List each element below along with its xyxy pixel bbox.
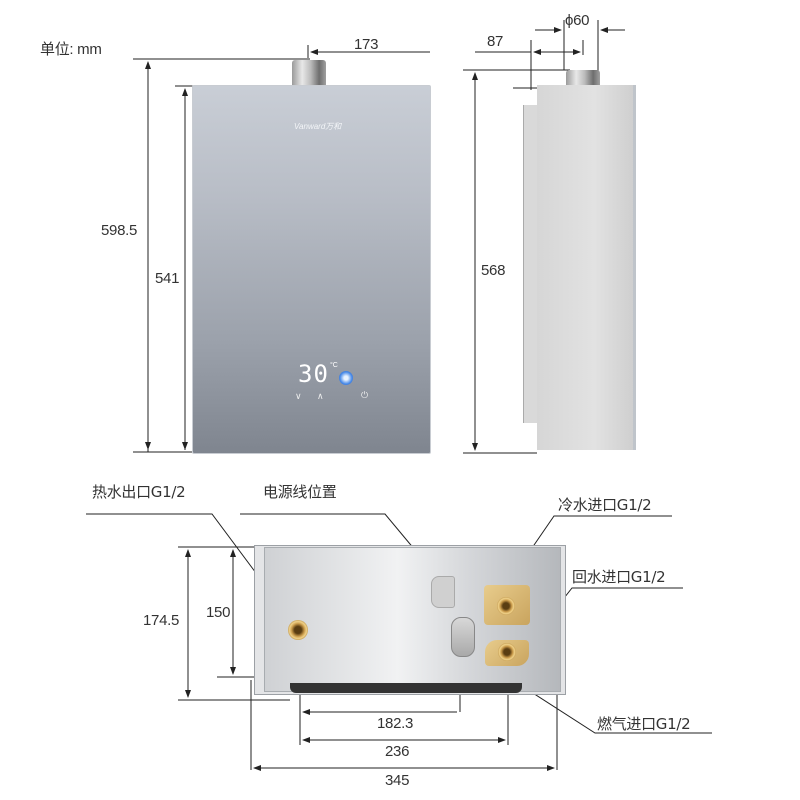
dim-total-height: 598.5 [101,222,138,239]
dim-flue-offset: 173 [354,36,379,53]
bottom-vent [290,683,522,693]
side-view-heater [537,85,636,450]
dim-total-width: 345 [385,772,410,789]
hot-water-outlet-fitting [288,620,308,640]
callout-gas-inlet: 燃气进口G1/2 [597,715,691,733]
chevron-down-icon[interactable]: ∨ [295,391,302,401]
smart-button-icon[interactable] [339,371,353,385]
power-plug-icon [431,576,455,608]
cold-water-inlet-fitting [497,597,515,615]
gas-inlet-fitting [451,617,475,657]
side-mount-plate [523,105,539,423]
chevron-up-icon[interactable]: ∧ [317,391,324,401]
dim-depth-pipe: 150 [206,604,231,621]
dim-hot-to-gas: 182.3 [377,715,414,732]
callout-hot-water-outlet: 热水出口G1/2 [92,483,186,501]
brand-logo: Vanward万和 [294,122,342,131]
dim-hot-to-return: 236 [385,743,410,760]
unit-label: 单位: mm [40,41,102,58]
temperature-readout: 30 [298,360,329,388]
front-flue-pipe [292,60,326,86]
callout-power-cord: 电源线位置 [263,483,337,501]
power-icon[interactable]: ⏻ [361,390,369,400]
dim-depth-total: 174.5 [143,612,180,629]
dim-side-height: 568 [481,262,506,279]
dim-body-height: 541 [155,270,180,287]
callout-return-water-inlet: 回水进口G1/2 [572,568,666,586]
return-water-inlet-fitting [498,643,516,661]
dim-flue-depth: 87 [487,33,504,50]
front-view-heater: Vanward万和 30 °C ∨ ∧ ⏻ [192,85,431,454]
dim-flue-diameter: ϕ60 [565,12,590,29]
callout-cold-water-inlet: 冷水进口G1/2 [558,496,652,514]
temperature-unit: °C [330,362,338,369]
control-display: 30 °C [265,360,375,410]
